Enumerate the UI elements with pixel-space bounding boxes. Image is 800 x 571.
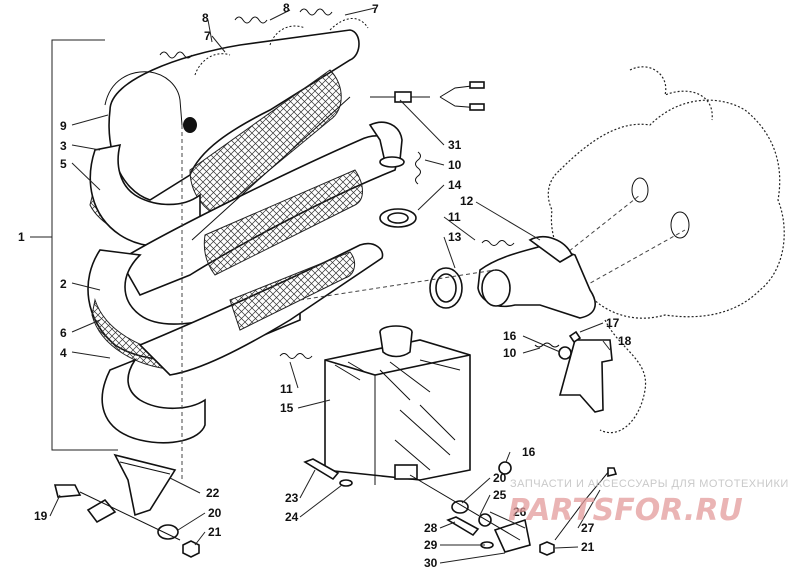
exhaust-pipe bbox=[87, 29, 401, 480]
callout-4: 4 bbox=[60, 346, 67, 360]
callout-12: 12 bbox=[460, 194, 474, 208]
springs-top bbox=[159, 8, 369, 76]
callout-30: 30 bbox=[424, 556, 438, 570]
callout-18: 18 bbox=[618, 334, 632, 348]
callout-14: 14 bbox=[448, 178, 462, 192]
callout-31: 31 bbox=[448, 138, 462, 152]
callout-16a: 16 bbox=[503, 329, 517, 343]
callout-11a: 11 bbox=[448, 210, 461, 224]
leader-lines bbox=[49, 7, 611, 564]
callout-26: 26 bbox=[513, 505, 527, 519]
hanger-left bbox=[53, 453, 200, 558]
callout-7a: 7 bbox=[372, 2, 379, 16]
callout-3: 3 bbox=[60, 139, 67, 153]
callout-1: 1 bbox=[18, 230, 25, 244]
callout-20a: 20 bbox=[493, 471, 507, 485]
callout-22: 22 bbox=[206, 486, 220, 500]
callout-16b: 16 bbox=[522, 445, 536, 459]
callouts: 8 8 7 7 9 3 5 1 2 6 4 31 10 14 12 11 13 … bbox=[18, 1, 632, 570]
callout-2: 2 bbox=[60, 277, 67, 291]
bracket-right bbox=[534, 330, 613, 413]
callout-8b: 8 bbox=[283, 1, 290, 15]
group-bracket bbox=[51, 39, 118, 451]
callout-27: 27 bbox=[581, 521, 595, 535]
callout-8a: 8 bbox=[202, 11, 209, 25]
callout-20b: 20 bbox=[208, 506, 222, 520]
callout-9: 9 bbox=[60, 119, 67, 133]
callout-15: 15 bbox=[280, 401, 294, 415]
probe bbox=[191, 81, 485, 241]
callout-29: 29 bbox=[424, 538, 438, 552]
spring-lower bbox=[279, 353, 313, 359]
callout-23: 23 bbox=[285, 491, 299, 505]
callout-11b: 11 bbox=[280, 382, 293, 396]
callout-19: 19 bbox=[34, 509, 48, 523]
callout-28: 28 bbox=[424, 521, 438, 535]
callout-21a: 21 bbox=[208, 525, 222, 539]
muffler bbox=[324, 325, 471, 485]
callout-17: 17 bbox=[606, 316, 620, 330]
watermark: ЗАПЧАСТИ И АКСЕССУАРЫ ДЛЯ МОТОТЕХНИКИ PA… bbox=[508, 478, 789, 528]
callout-24: 24 bbox=[285, 510, 299, 524]
callout-7b: 7 bbox=[204, 29, 211, 43]
coupler-parts bbox=[299, 121, 596, 319]
callout-21b: 21 bbox=[581, 540, 595, 554]
watermark-logo: PARTSFOR.RU bbox=[508, 493, 743, 528]
callout-6: 6 bbox=[60, 326, 67, 340]
callout-10b: 10 bbox=[503, 346, 517, 360]
watermark-tagline: ЗАПЧАСТИ И АКСЕССУАРЫ ДЛЯ МОТОТЕХНИКИ bbox=[510, 478, 789, 490]
callout-5: 5 bbox=[60, 157, 67, 171]
callout-10a: 10 bbox=[448, 158, 462, 172]
callout-13: 13 bbox=[448, 230, 462, 244]
callout-25: 25 bbox=[493, 488, 507, 502]
